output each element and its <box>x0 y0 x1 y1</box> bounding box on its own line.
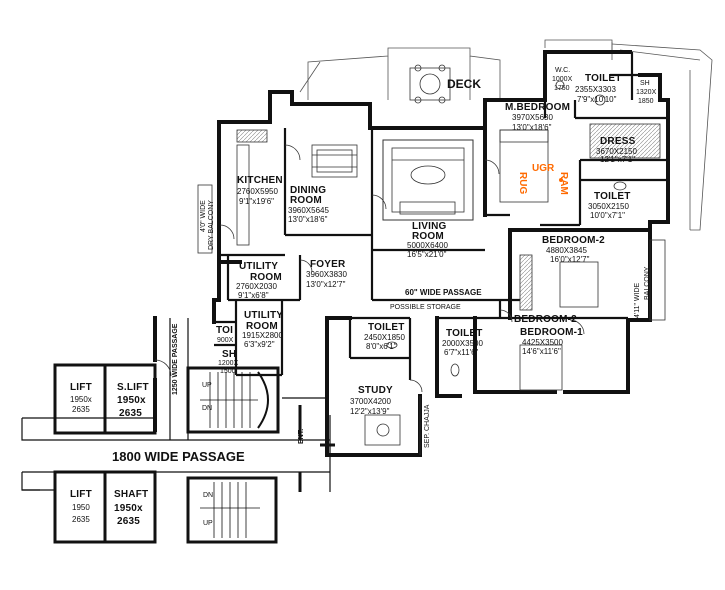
kitchen-name: KITCHEN <box>237 175 283 186</box>
passage-1250-label: 1250 WIDE PASSAGE <box>172 323 179 395</box>
toilet-2-dim-mm: 3050X2150 <box>588 202 629 211</box>
master-bedroom-dim-mm: 3970X5630 <box>512 113 553 122</box>
wc-dim-2: 1750 <box>554 85 570 92</box>
toilet-study-name: TOILET <box>368 322 405 333</box>
foyer-name: FOYER <box>310 259 346 270</box>
living-dim-ft: 16'5"x21'0" <box>407 250 447 259</box>
toilet-bed1-dim-mm: 2000X3500 <box>442 339 483 348</box>
sh-master-name: SH <box>640 80 650 87</box>
lift-bottom-name: LIFT <box>70 489 92 500</box>
master-bedroom-name: M.BEDROOM <box>505 102 571 113</box>
foyer-dim-mm: 3960X3830 <box>306 270 347 279</box>
bedroom-2-tag: BEDROOM-2 <box>514 314 577 325</box>
rug-right-label: RAM <box>558 172 569 195</box>
dress-dim-ft: 12'1"x7'1" <box>600 155 635 164</box>
possible-storage-label: POSSIBLE STORAGE <box>390 304 461 311</box>
stair-dn-label: DN <box>202 405 213 412</box>
service-lift-dim-2: 2635 <box>119 408 143 419</box>
toi-dim: 900X <box>217 337 234 344</box>
bedroom-2-dim-mm: 4880X3845 <box>546 246 587 255</box>
bedroom-1-dim-mm: 4425X3500 <box>522 338 563 347</box>
utility-2-dim-mm: 1915X2800 <box>242 331 283 340</box>
interior-walls <box>214 52 668 380</box>
service-lift-dim-1: 1950x <box>117 395 146 406</box>
toilet-bed1-dim-ft: 6'7"x11'6" <box>444 348 479 357</box>
stair-dn-label-2: DN <box>203 492 214 499</box>
toilet-study-dim-mm: 2450X1850 <box>364 333 405 342</box>
passage-60-label: 60" WIDE PASSAGE <box>405 288 482 297</box>
living-name: LIVING <box>412 221 447 232</box>
bedroom-1-name: BEDROOM-1 <box>520 327 583 338</box>
bedroom-1-dim-ft: 14'6"x11'6" <box>522 347 561 356</box>
stair-up-label: UP <box>202 382 212 389</box>
sh-utility-dim-2: 1500 <box>220 368 236 375</box>
sh-master-dim-1: 1320X <box>636 89 657 96</box>
study-dim-mm: 3700X4200 <box>350 397 391 406</box>
core <box>21 318 335 544</box>
utility-1-name-2: ROOM <box>250 272 282 283</box>
bedroom-2-dim-ft: 16'0"x12'7" <box>550 255 590 264</box>
wc-dim-1: 1000X <box>552 76 573 83</box>
master-bedroom-dim-ft: 13'0"x18'6" <box>512 123 552 132</box>
dining-dim-ft: 13'0"x18'6" <box>288 215 328 224</box>
dress-name: DRESS <box>600 136 636 147</box>
toi-name: TOI <box>216 325 234 336</box>
balcony-right-label: 4'11" WIDE <box>634 282 641 318</box>
balcony-right-label-2: BALCONY <box>644 266 651 300</box>
entrance-label: ENT. <box>298 428 305 444</box>
lift-bottom-dim-2: 2635 <box>72 515 90 524</box>
utility-2-name: UTILITY <box>244 310 284 321</box>
lift-bottom-dim-1: 1950 <box>72 503 90 512</box>
living-name-2: ROOM <box>412 231 444 242</box>
shaft-dim-2: 2635 <box>117 516 141 527</box>
kitchen-dim-mm: 2760X5950 <box>237 187 278 196</box>
toilet-2-dim-ft: 10'0"x7'1" <box>590 211 625 220</box>
rug-top-label: UGR <box>532 163 555 174</box>
study-dim-ft: 12'2"x13'9" <box>350 407 390 416</box>
passage-1800-label: 1800 WIDE PASSAGE <box>112 449 245 464</box>
toilet-master-dim-mm: 2355X3303 <box>575 85 616 94</box>
lift-top-name: LIFT <box>70 382 92 393</box>
deck-outline <box>299 39 713 231</box>
dress-dim-mm: 3670X2150 <box>596 147 637 156</box>
dining-dim-mm: 3960X5645 <box>288 206 329 215</box>
toilet-2-name: TOILET <box>594 191 631 202</box>
shaft-name: SHAFT <box>114 489 149 500</box>
dry-balcony-label-2: DRY BALCONY <box>208 200 215 250</box>
dining-name: DINING <box>290 185 327 196</box>
utility-2-dim-ft: 6'3"x9'2" <box>244 340 275 349</box>
living-dim-mm: 5000X6400 <box>407 241 448 250</box>
study-name: STUDY <box>358 385 393 396</box>
sh-utility-name: SH <box>222 349 237 360</box>
kitchen-dim-ft: 9'1"x19'6" <box>239 197 274 206</box>
lift-top-dim-2: 2635 <box>72 405 90 414</box>
utility-1-dim-mm: 2760X2030 <box>236 282 277 291</box>
foyer-dim-ft: 13'0"x12'7" <box>306 280 346 289</box>
rug-left-label: RUG <box>517 172 528 195</box>
deck-label: DECK <box>447 77 482 91</box>
stair-up-label-2: UP <box>203 520 213 527</box>
bedroom-2-name: BEDROOM-2 <box>542 235 605 246</box>
utility-1-name: UTILITY <box>239 261 279 272</box>
utility-1-dim-ft: 9'1"x6'8" <box>238 291 269 300</box>
shaft-dim-1: 1950x <box>114 503 143 514</box>
wc-name: W.C. <box>555 67 571 74</box>
chajja-label: SEP. CHAJJA <box>424 404 431 448</box>
dining-name-2: ROOM <box>290 195 322 206</box>
dry-balcony-label: 4'0" WIDE <box>200 200 207 232</box>
utility-2-name-2: ROOM <box>246 321 278 332</box>
service-lift-name: S.LIFT <box>117 382 149 393</box>
toilet-bed1-name: TOILET <box>446 328 483 339</box>
sh-master-dim-2: 1850 <box>638 98 654 105</box>
sh-utility-dim-1: 1200X <box>218 360 239 367</box>
toilet-master-dim-ft: 7'9"x10'10" <box>577 95 617 104</box>
lift-top-dim-1: 1950x <box>70 395 92 404</box>
toilet-study-dim-ft: 8'0"x6'1" <box>366 342 397 351</box>
toilet-master-name: TOILET <box>585 73 622 84</box>
furniture <box>154 64 666 455</box>
